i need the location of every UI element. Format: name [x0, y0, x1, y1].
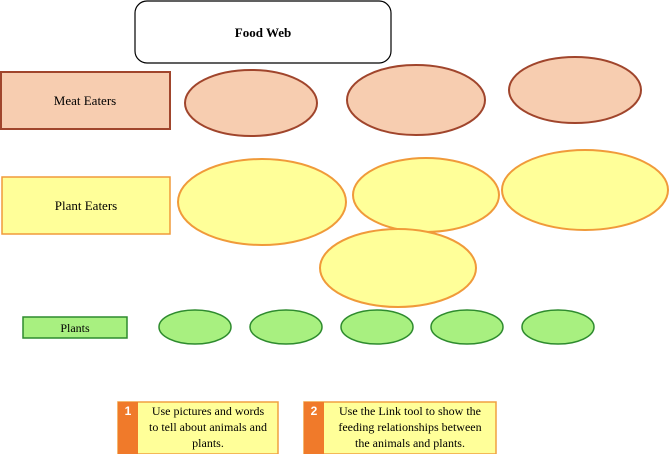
meat-eater-slot-3[interactable]: [508, 56, 642, 124]
meat-eater-slot-2[interactable]: [346, 64, 486, 136]
instruction-line-1-1: Use pictures and words: [152, 404, 265, 418]
instruction-line-1-3: plants.: [192, 436, 224, 450]
plant-eater-slot-2[interactable]: [352, 157, 500, 233]
instruction-note-1: 1 Use pictures and words to tell about a…: [117, 401, 279, 454]
instruction-note-2: 2 Use the Link tool to show the feeding …: [303, 401, 497, 454]
instruction-line-2-2: feeding relationships between: [338, 420, 481, 434]
instruction-line-1-2: to tell about animals and: [149, 420, 267, 434]
plant-slot-2[interactable]: [249, 309, 323, 345]
category-meat-eaters[interactable]: Meat Eaters: [0, 71, 171, 130]
plant-slot-4[interactable]: [430, 309, 504, 345]
category-plants[interactable]: Plants: [22, 316, 128, 339]
plant-slot-5[interactable]: [521, 309, 595, 345]
category-label-plant-eaters: Plant Eaters: [55, 198, 117, 213]
plant-eater-slot-3[interactable]: [501, 149, 669, 231]
category-plant-eaters[interactable]: Plant Eaters: [1, 176, 171, 235]
diagram-title: Food Web: [235, 25, 291, 40]
instruction-line-2-1: Use the Link tool to show the: [339, 404, 481, 418]
meat-eater-slot-1[interactable]: [184, 69, 318, 137]
instruction-line-2-3: the animals and plants.: [355, 436, 465, 450]
category-label-plants: Plants: [60, 321, 90, 335]
instruction-number-1: 1: [125, 404, 132, 418]
plant-eater-slot-4[interactable]: [319, 228, 477, 308]
plant-eater-slot-1[interactable]: [177, 158, 347, 246]
instruction-number-2: 2: [311, 404, 318, 418]
plant-slot-3[interactable]: [340, 309, 414, 345]
category-label-meat-eaters: Meat Eaters: [54, 93, 116, 108]
plant-slot-1[interactable]: [158, 309, 232, 345]
title-box[interactable]: Food Web: [134, 0, 392, 64]
